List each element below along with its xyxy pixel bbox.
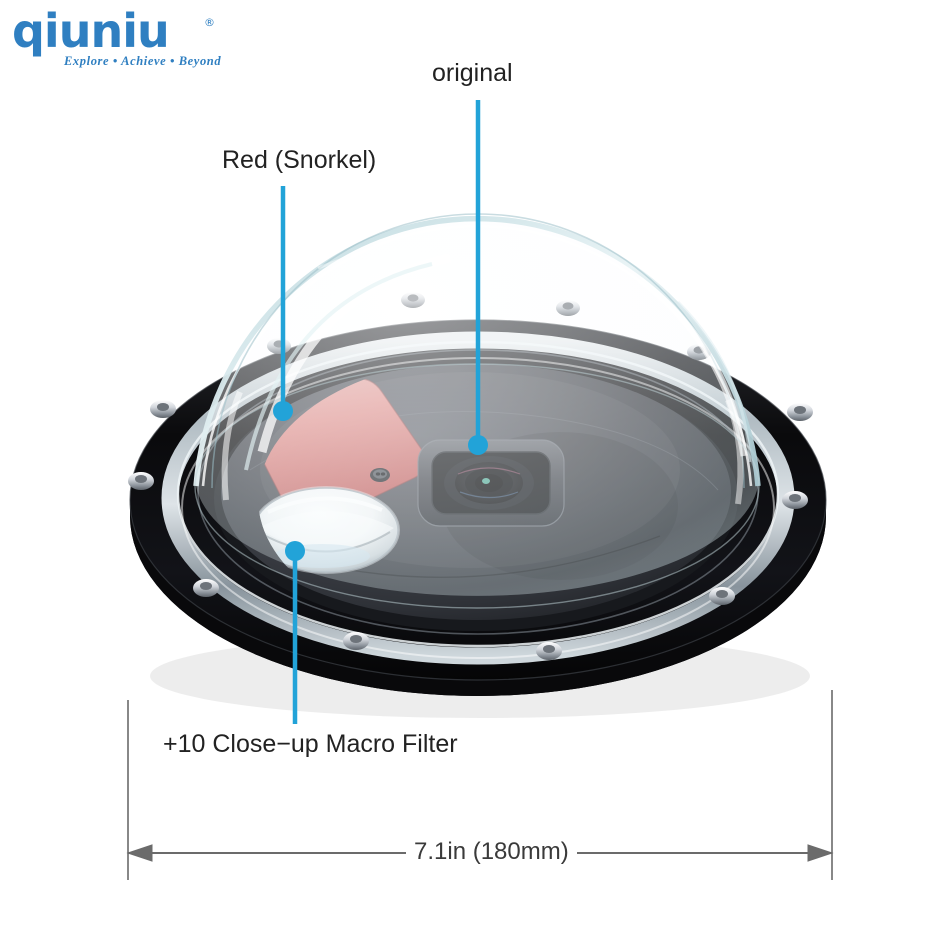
callout-lines: [273, 100, 488, 724]
base-ring: [129, 319, 827, 696]
ring-screws: [128, 292, 813, 660]
clear-dome: [193, 213, 761, 609]
brand-wordmark: qiuniu: [12, 4, 170, 58]
brand-logo: qiuniu ® Explore • Achieve • Beyond: [12, 8, 242, 70]
product-shadow: [150, 634, 810, 718]
callout-label-macro-filter: +10 Close−up Macro Filter: [163, 730, 458, 758]
macro-lens: [258, 486, 400, 574]
dimension-arrow-right: [807, 844, 834, 862]
dimension-label: 7.1in (180mm): [406, 838, 577, 866]
callout-line-original: [468, 100, 488, 455]
acrylic-collar: [161, 331, 795, 665]
callout-line-macro-filter: [285, 541, 305, 724]
inner-plate: [214, 364, 738, 631]
callout-label-red-snorkel: Red (Snorkel): [222, 146, 377, 174]
sensor-dot: [370, 468, 390, 482]
dimension-arrow-left: [126, 844, 153, 862]
registered-trademark-icon: ®: [204, 16, 215, 29]
brand-tagline: Explore • Achieve • Beyond: [64, 54, 222, 68]
callout-line-red-snorkel: [273, 186, 293, 421]
camera-lens: [417, 439, 565, 527]
red-snorkel-filter: [258, 377, 428, 527]
callout-label-original: original: [432, 59, 513, 87]
